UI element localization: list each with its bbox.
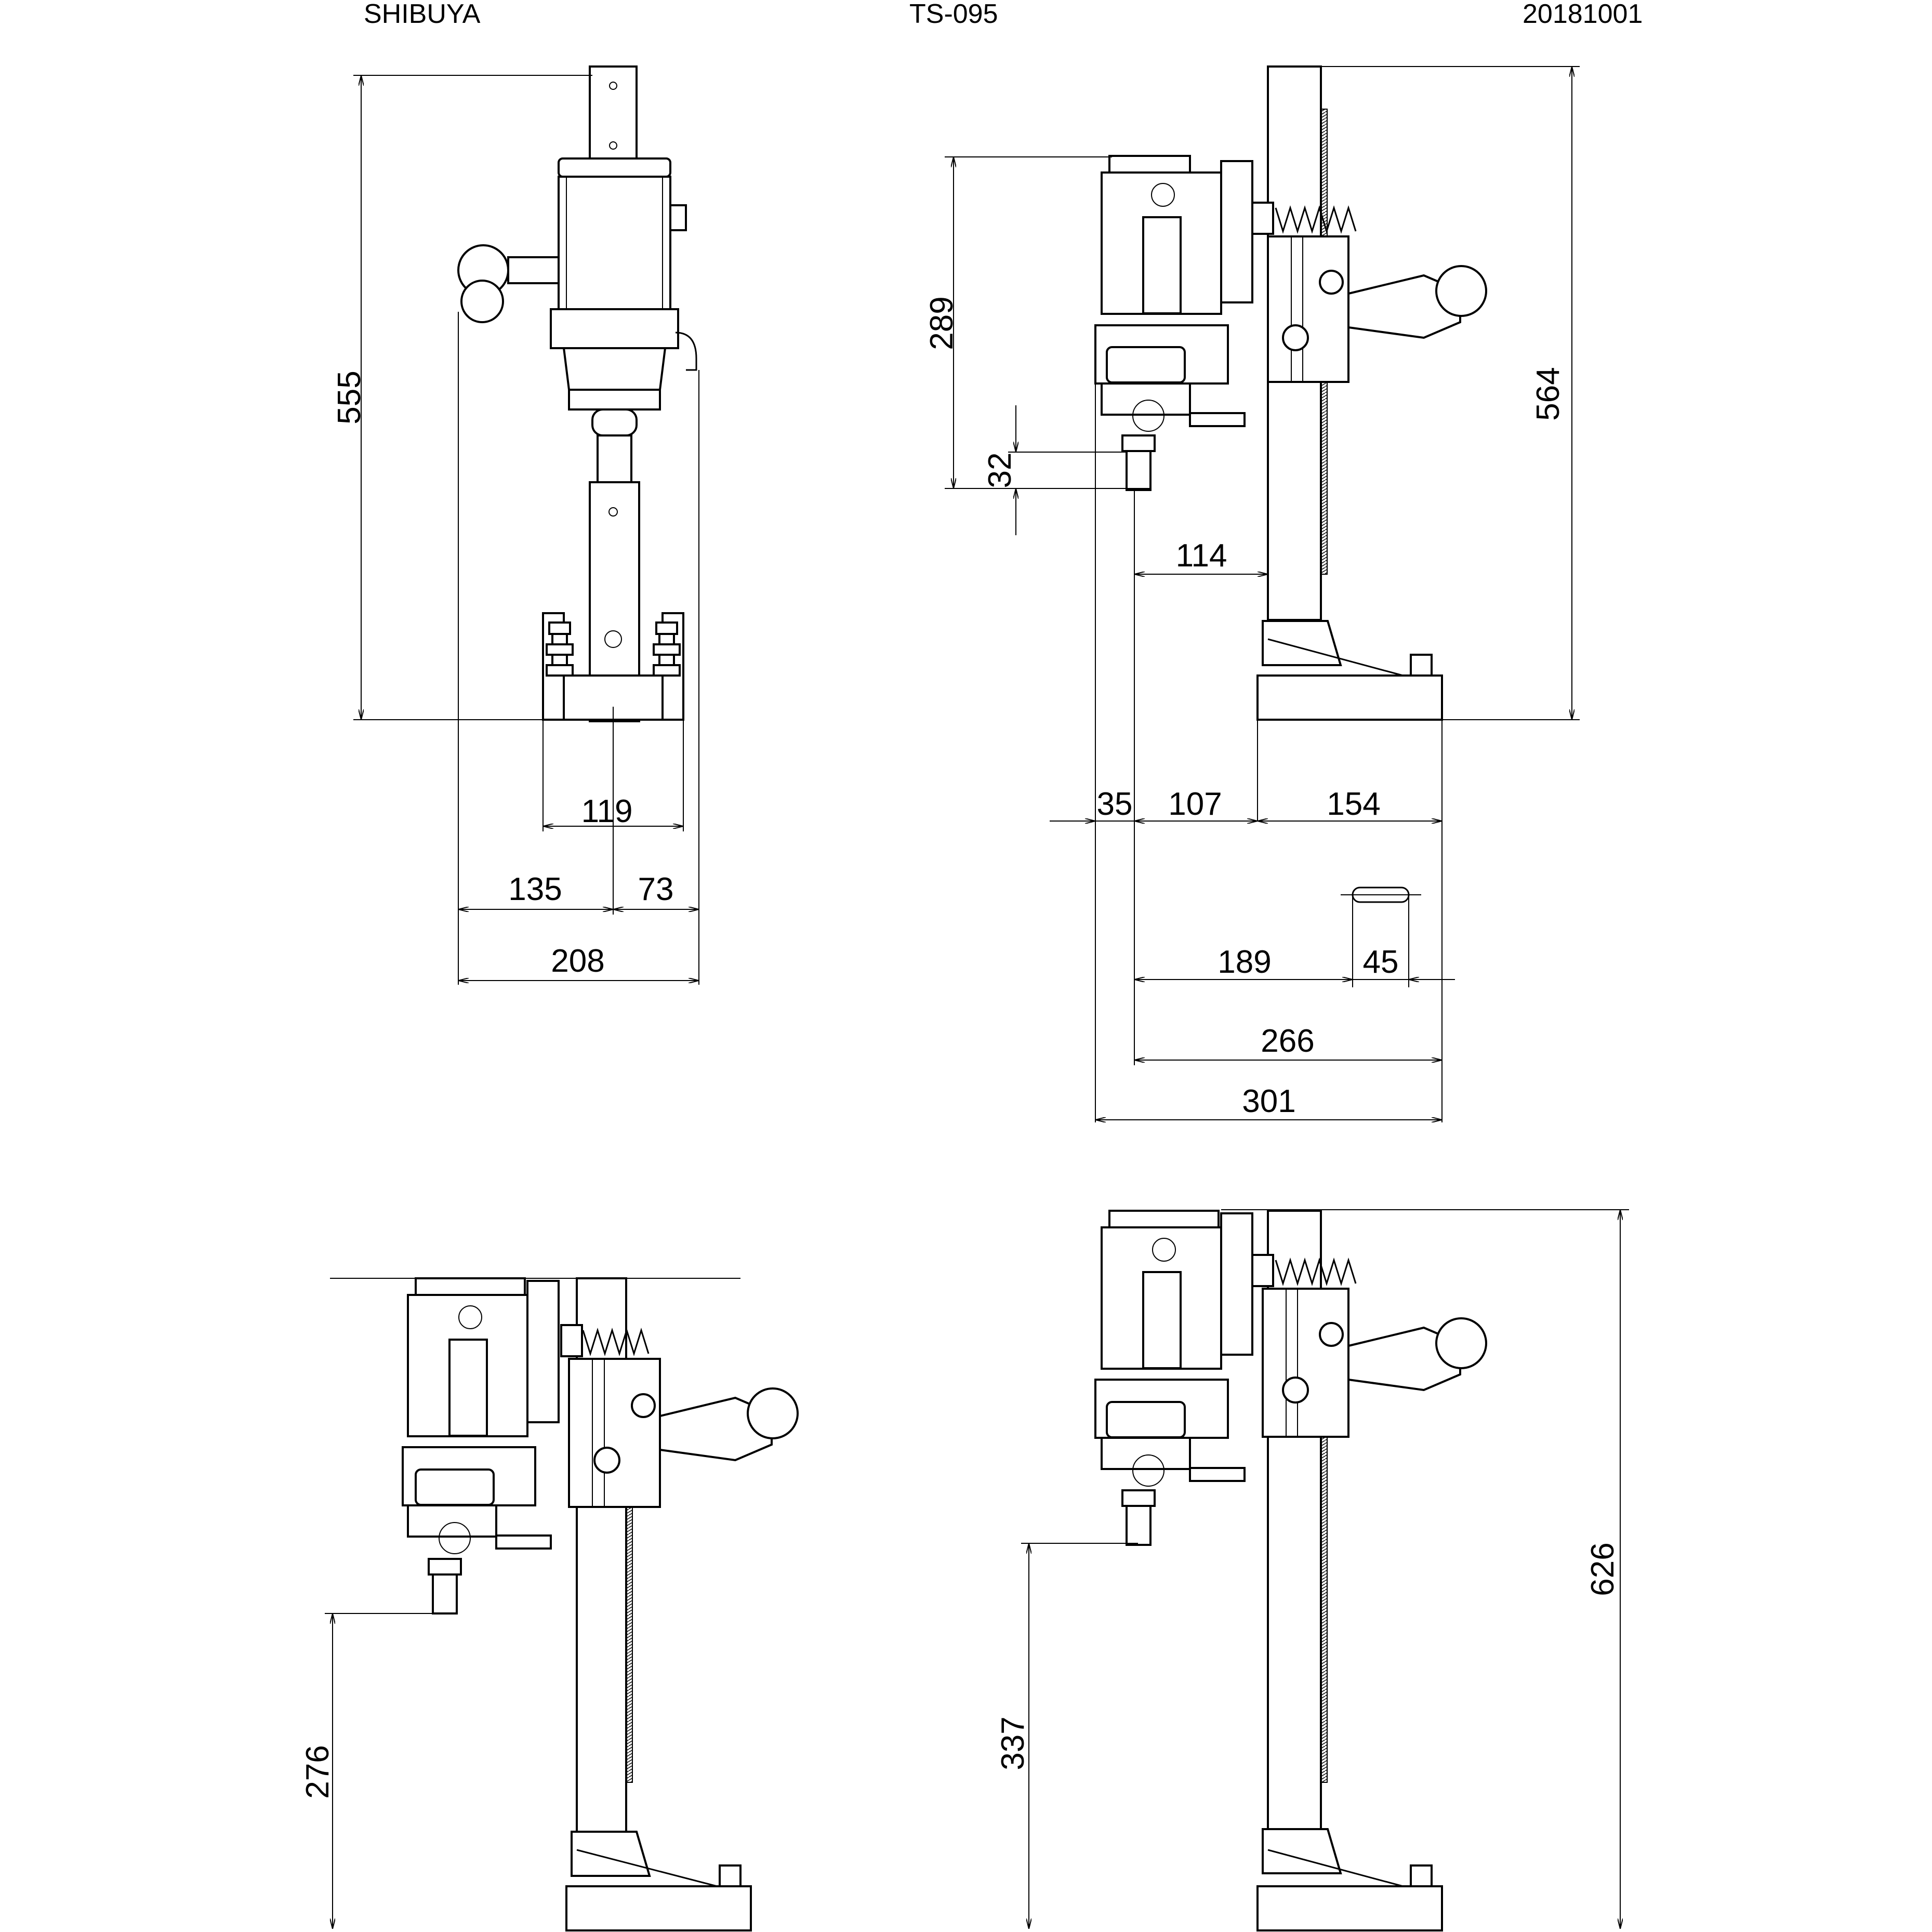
coil-spring-icon — [560, 1324, 650, 1357]
motor-body — [558, 176, 671, 310]
date-label: 20181001 — [1523, 0, 1643, 29]
leveling-screw — [719, 1864, 742, 1887]
base-plate — [1256, 1885, 1443, 1931]
maker-label: SHIBUYA — [364, 0, 481, 29]
front-view: 555 119 135 73 208 — [332, 65, 699, 985]
spindle — [1126, 1505, 1152, 1546]
dim-head-height: 289 — [924, 296, 960, 350]
coil-spring-icon — [1251, 1254, 1357, 1287]
chuck-collar — [568, 389, 661, 411]
base-bracket — [571, 1831, 651, 1877]
dim-max-spindle-height: 337 — [995, 1716, 1031, 1770]
dim-overall-depth: 301 — [1242, 1083, 1295, 1119]
model-label: TS-095 — [909, 0, 998, 29]
base-plate — [565, 1885, 752, 1931]
dim-spindle-to-column: 114 — [1176, 538, 1227, 574]
dim-min-spindle-height: 276 — [300, 1745, 336, 1798]
motor-window — [1142, 1271, 1182, 1369]
lowered-view: 276 — [300, 1277, 799, 1931]
motor-cap — [558, 157, 671, 178]
dim-base-depth: 266 — [1261, 1023, 1314, 1059]
motor-window — [448, 1339, 488, 1437]
knob — [669, 204, 687, 231]
gear-lower — [1101, 382, 1191, 416]
dim-107: 107 — [1168, 786, 1222, 822]
chuck — [591, 408, 638, 436]
spindle — [597, 434, 632, 483]
handle-arm — [659, 1396, 773, 1462]
base-bracket — [1262, 620, 1342, 666]
dim-left-offset: 135 — [508, 871, 562, 907]
water-valve — [495, 1534, 552, 1550]
carriage — [568, 1358, 661, 1508]
carriage — [1262, 1288, 1349, 1438]
dim-spindle-length: 32 — [982, 453, 1018, 488]
dim-right-offset: 73 — [638, 871, 674, 907]
dim-35: 35 — [1097, 786, 1133, 822]
motor-cap — [1108, 1210, 1220, 1228]
feed-handle-icon — [747, 1387, 799, 1439]
dim-overall-width: 208 — [551, 943, 604, 979]
gearbox — [562, 347, 667, 391]
dim-overall-height-side: 564 — [1530, 367, 1566, 420]
dim-overall-height-raised: 626 — [1585, 1542, 1621, 1596]
handle-arm — [1347, 1326, 1461, 1392]
feed-handle-icon — [1435, 1317, 1487, 1369]
handle-arm — [1347, 274, 1461, 339]
dim-base-width: 119 — [581, 793, 633, 829]
column-rack — [1320, 1434, 1328, 1783]
leveling-screw — [1410, 1864, 1433, 1887]
base-plate — [1256, 674, 1443, 721]
coil-spring-icon — [1251, 202, 1357, 235]
leveling-screw-left — [546, 621, 574, 677]
carriage — [1267, 235, 1349, 383]
gear-case — [550, 308, 679, 349]
header: SHIBUYA TS-095 20181001 — [364, 0, 1643, 29]
water-valve — [1189, 412, 1246, 427]
raised-view: 626 337 — [995, 1209, 1629, 1931]
motor-shaft — [589, 65, 638, 166]
water-valve — [1189, 1467, 1246, 1482]
leveling-screw — [1410, 654, 1433, 677]
motor-bracket — [1220, 160, 1253, 303]
dim-slot-length: 45 — [1363, 944, 1399, 980]
handle-arm — [507, 256, 560, 284]
gear-cover — [1106, 346, 1186, 383]
dim-slot-offset: 189 — [1218, 944, 1271, 980]
base-bracket — [1262, 1828, 1342, 1874]
motor-window — [1142, 216, 1182, 314]
leveling-screw-right — [653, 621, 681, 677]
motor-cap — [415, 1277, 526, 1296]
side-view: 289 32 564 114 35 107 154 189 — [924, 65, 1580, 1122]
spindle — [432, 1573, 458, 1615]
dim-154: 154 — [1327, 786, 1380, 822]
column-rack — [626, 1506, 633, 1783]
dim-overall-height-front: 555 — [332, 370, 367, 424]
spindle — [1126, 450, 1152, 491]
feed-handle-icon — [1435, 265, 1487, 317]
motor-cap — [1108, 155, 1191, 174]
